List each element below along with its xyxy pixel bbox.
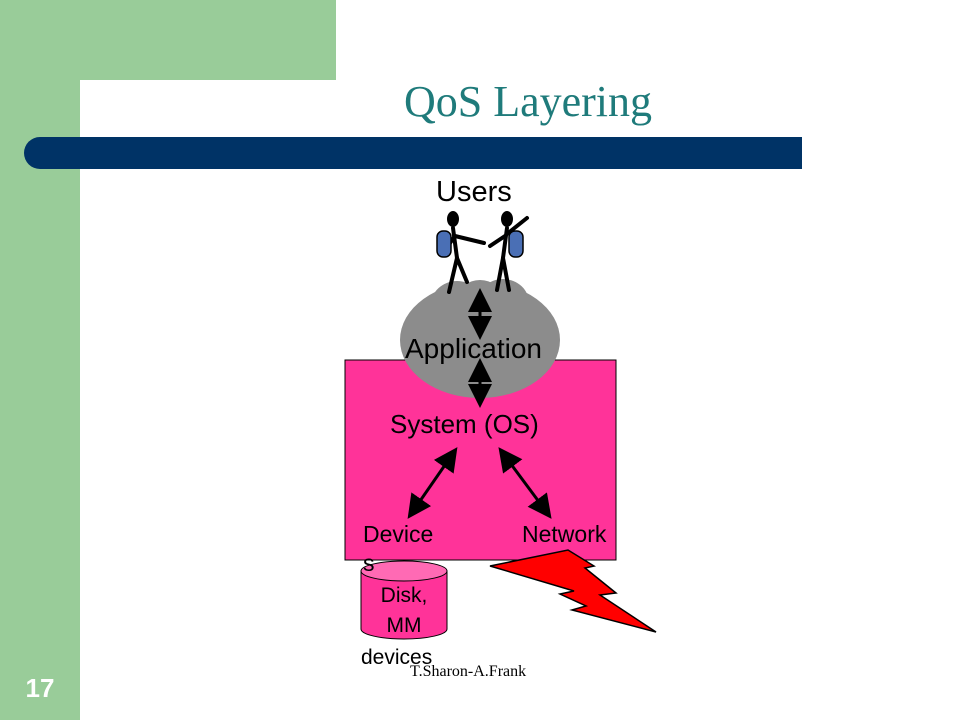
top-green-block	[80, 0, 336, 80]
left-green-bar	[0, 0, 80, 720]
application-label: Application	[405, 333, 542, 364]
slide-title: QoS Layering	[403, 77, 653, 126]
network-lightning-icon	[489, 549, 657, 633]
disk-cylinder-icon	[360, 560, 448, 640]
system-devices-arrow	[407, 447, 458, 519]
title-underline-bar	[24, 137, 802, 169]
devices-label: Device	[363, 521, 434, 547]
users-label: Users	[436, 176, 512, 208]
slide-footer: T.Sharon-A.Frank	[410, 663, 527, 680]
system-network-arrow	[498, 447, 552, 519]
disk-label-line1: Disk,	[380, 584, 428, 607]
disk-label-line2: MM	[386, 614, 422, 637]
devices-label-wrap: s	[363, 550, 375, 576]
network-label: Network	[522, 521, 607, 547]
users-figures-icon	[436, 211, 529, 294]
disk-label-line3: devices	[361, 646, 433, 669]
system-label: System (OS)	[390, 409, 539, 439]
slide-number: 17	[25, 673, 55, 703]
